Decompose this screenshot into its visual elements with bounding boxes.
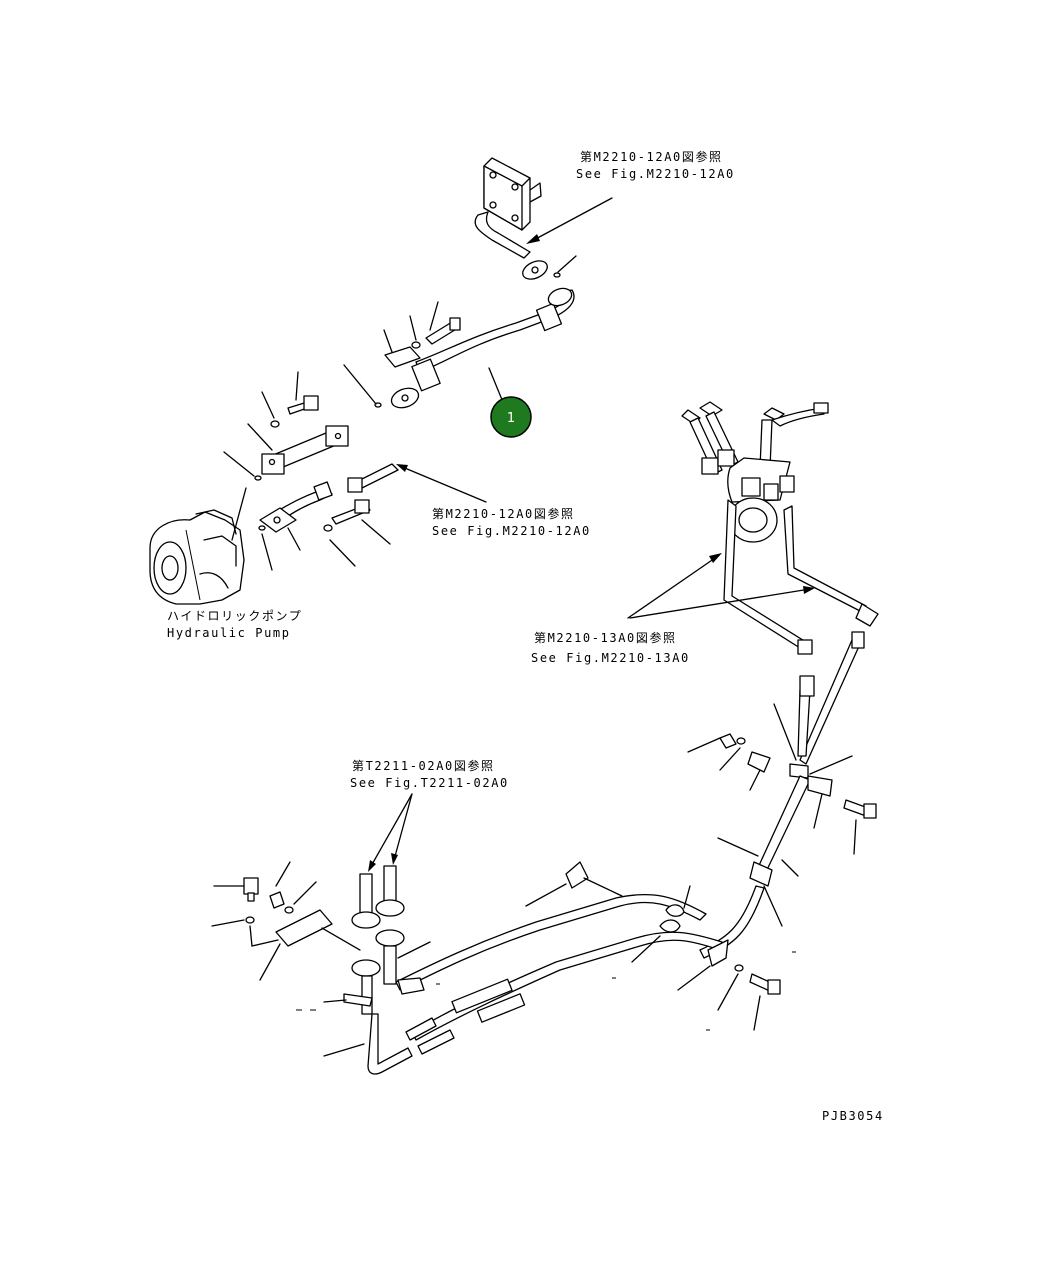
callout-1-circle[interactable] — [490, 396, 532, 438]
drawing-code: PJB3054 — [822, 1109, 884, 1123]
hose-assembly — [343, 287, 575, 413]
ref-right-en: See Fig.M2210-13A0 — [531, 651, 690, 665]
pump-pipe-assembly — [223, 371, 399, 571]
top-flange-assembly — [474, 157, 577, 280]
ref-top-en: See Fig.M2210-12A0 — [576, 167, 735, 181]
top-ref-arrow — [526, 197, 613, 244]
callout-1-number[interactable]: 1 — [507, 411, 515, 426]
right-vertical-hoses — [687, 631, 877, 959]
ref-mid: 第M2210-12A0図参照 See Fig.M2210-12A0 — [432, 506, 591, 538]
hydraulic-pump — [149, 487, 247, 605]
pump-label-en: Hydraulic Pump — [167, 626, 291, 640]
pump-label-jp: ハイドロリックポンプ — [167, 609, 302, 623]
callout-1[interactable]: 1 — [490, 396, 532, 438]
pump-label: ハイドロリックポンプ Hydraulic Pump — [167, 609, 302, 640]
ref-right-jp: 第M2210-13A0図参照 — [534, 630, 677, 645]
right-ref-arrows — [627, 553, 815, 619]
ref-lower-jp: 第T2211-02A0図参照 — [352, 758, 495, 773]
ref-top-jp: 第M2210-12A0図参照 — [580, 149, 723, 164]
right-hose-group — [681, 401, 879, 655]
ref-lower: 第T2211-02A0図参照 See Fig.T2211-02A0 — [350, 758, 509, 790]
lower-ref-arrows — [368, 793, 413, 872]
ref-right: 第M2210-13A0図参照 See Fig.M2210-13A0 — [531, 630, 690, 665]
lower-left-bracket — [211, 861, 440, 1015]
ref-mid-jp: 第M2210-12A0図参照 — [432, 506, 575, 521]
lower-hose-run — [296, 861, 796, 1075]
mid-ref-arrow — [396, 464, 487, 503]
ref-top: 第M2210-12A0図参照 See Fig.M2210-12A0 — [576, 149, 735, 181]
ref-lower-en: See Fig.T2211-02A0 — [350, 776, 509, 790]
ref-mid-en: See Fig.M2210-12A0 — [432, 524, 591, 538]
